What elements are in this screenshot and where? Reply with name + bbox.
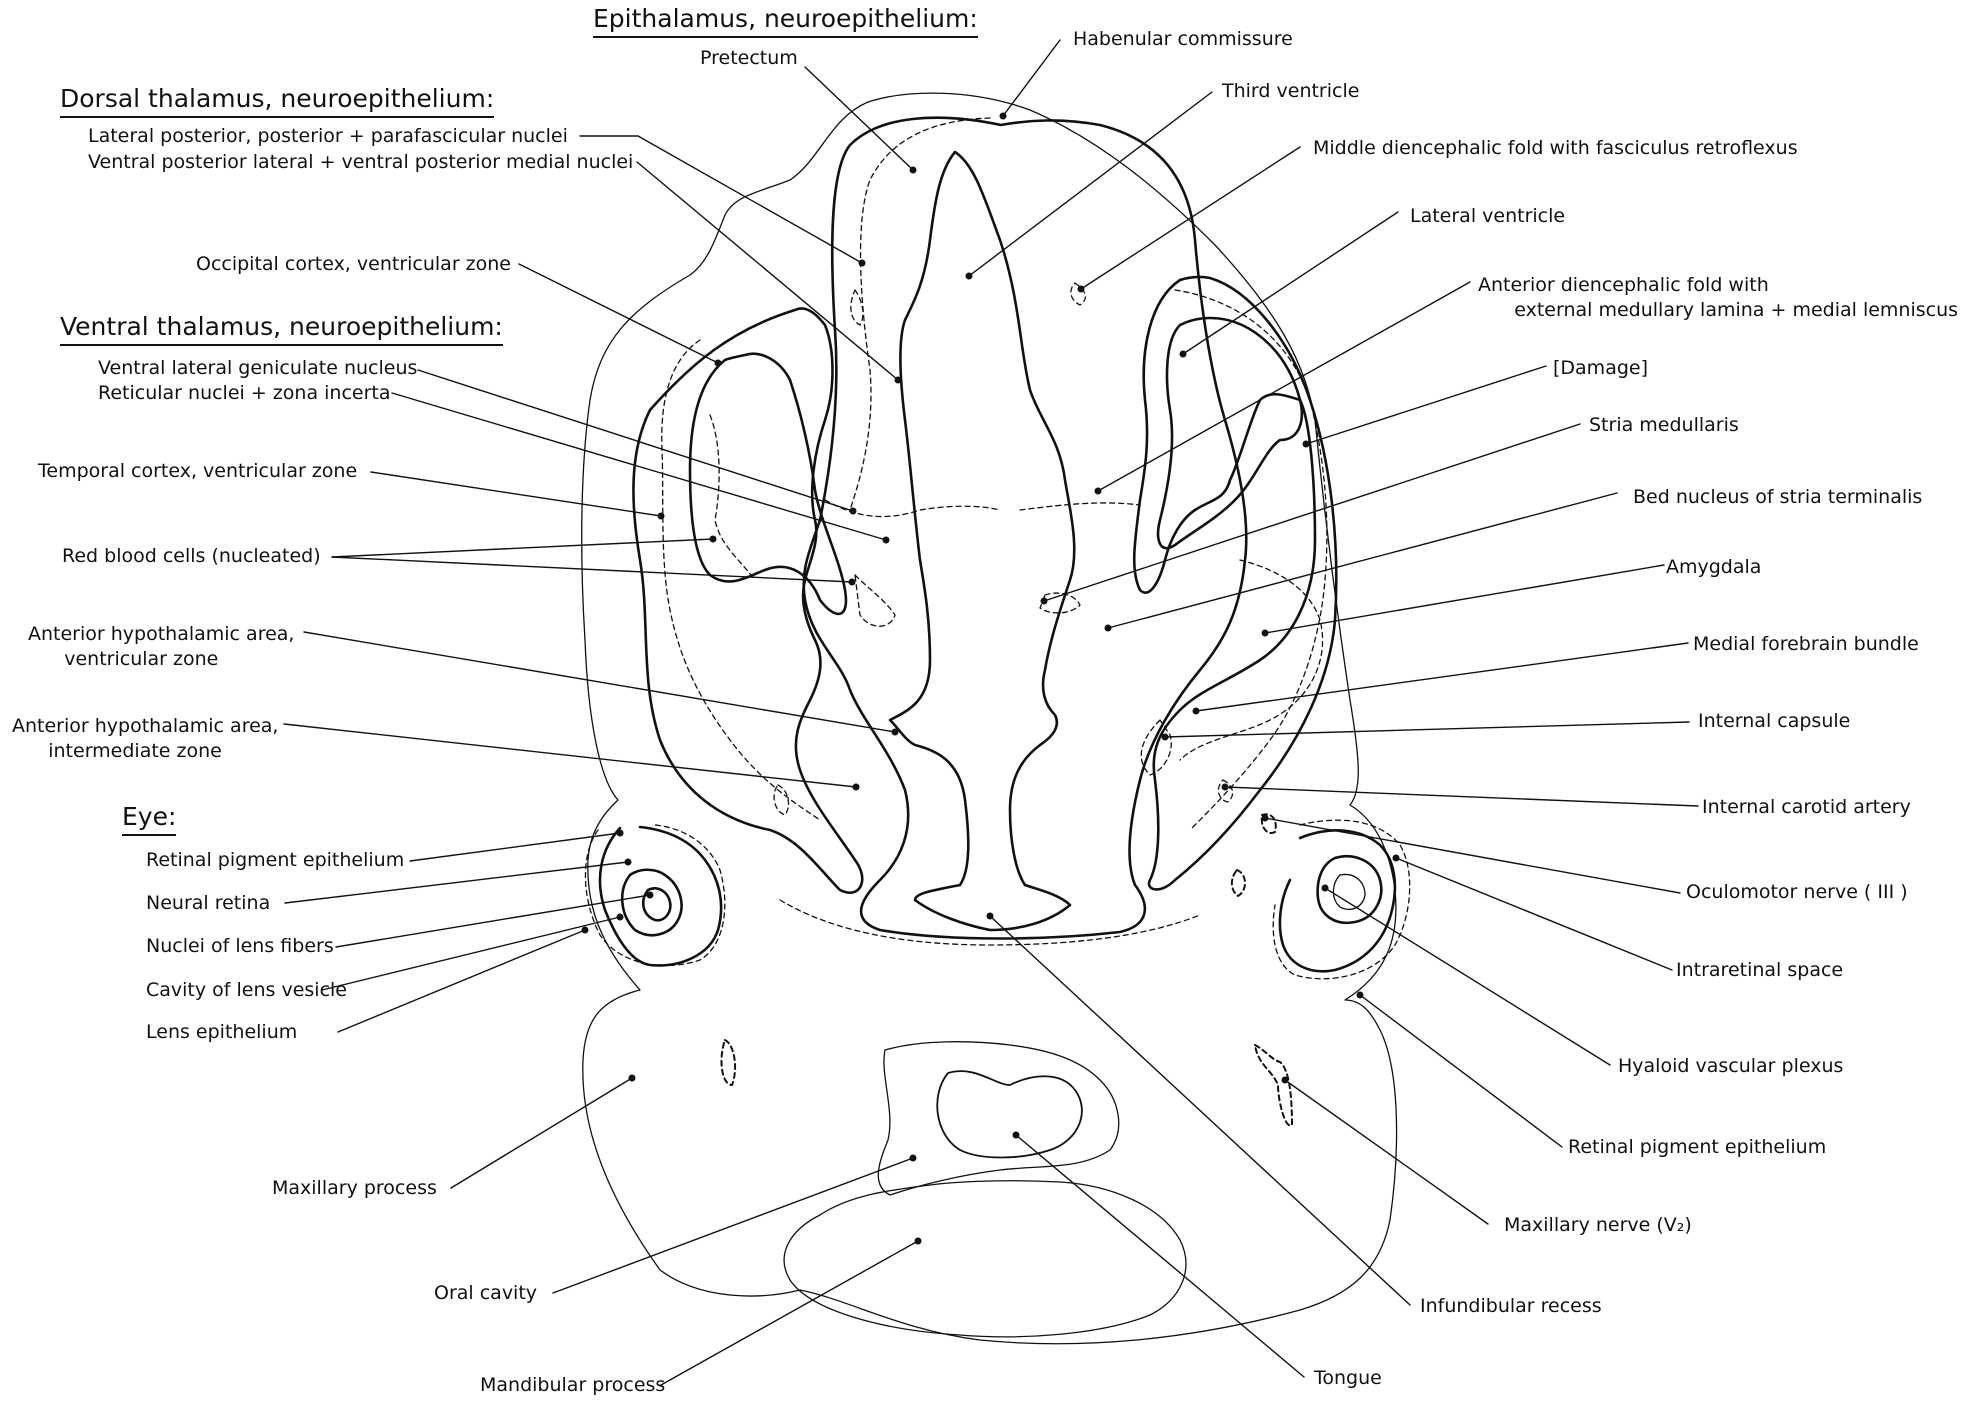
label-habenular-commissure: Habenular commissure [1073, 27, 1293, 52]
leader-lines [284, 40, 1698, 1385]
third-ventricle-outline [890, 152, 1074, 930]
label-maxillary-nerve: Maxillary nerve (V₂) [1504, 1213, 1692, 1238]
label-reticular-nuclei: Reticular nuclei + zona incerta [98, 381, 391, 406]
heading-eye: Eye: [122, 802, 176, 836]
label-lens-epithelium: Lens epithelium [146, 1020, 297, 1045]
label-hyaloid-vascular-plexus: Hyaloid vascular plexus [1618, 1054, 1843, 1079]
oral-outline [878, 1042, 1118, 1195]
dashed-zone-right [1175, 290, 1327, 830]
label-infundibular-recess: Infundibular recess [1420, 1294, 1602, 1319]
label-occipital-cortex: Occipital cortex, ventricular zone [196, 252, 511, 277]
label-cavity-lens-vesicle: Cavity of lens vesicle [146, 978, 347, 1003]
leader-dots [582, 113, 1400, 1245]
diencephalon-outer [804, 118, 1247, 939]
dashed-habenular [851, 290, 863, 325]
label-oral-cavity: Oral cavity [434, 1281, 537, 1306]
label-tongue: Tongue [1314, 1366, 1382, 1391]
dashed-oculomotor-2 [1232, 870, 1245, 896]
label-lateral-posterior-nuclei: Lateral posterior, posterior + parafasci… [88, 124, 568, 149]
label-medial-forebrain-bundle: Medial forebrain bundle [1693, 632, 1919, 657]
label-intraretinal-space: Intraretinal space [1676, 958, 1843, 983]
label-temporal-cortex: Temporal cortex, ventricular zone [38, 459, 357, 484]
label-lateral-ventricle: Lateral ventricle [1410, 204, 1565, 229]
label-middle-diencephalic-fold: Middle diencephalic fold with fasciculus… [1313, 136, 1798, 161]
mandible-outline [784, 1181, 1186, 1337]
label-internal-capsule: Internal capsule [1698, 709, 1850, 734]
label-retinal-pigment-epithelium-left: Retinal pigment epithelium [146, 848, 404, 873]
label-retinal-pigment-epithelium-right: Retinal pigment epithelium [1568, 1135, 1826, 1160]
right-eye-dashed [1273, 820, 1409, 979]
label-ventral-lateral-geniculate: Ventral lateral geniculate nucleus [98, 356, 417, 381]
label-third-ventricle: Third ventricle [1222, 79, 1359, 104]
dashed-left-blob [855, 575, 895, 626]
label-anterior-diencephalic-fold: Anterior diencephalic fold with external… [1478, 273, 1958, 323]
left-eye-inner [622, 870, 681, 935]
dashed-zone-dorsal [850, 118, 990, 510]
right-eye-outer [1280, 830, 1395, 971]
label-internal-carotid-artery: Internal carotid artery [1702, 795, 1911, 820]
dashed-left-nerve [721, 1040, 735, 1085]
label-mandibular-process: Mandibular process [480, 1373, 665, 1398]
heading-epithalamus: Epithalamus, neuroepithelium: [593, 4, 978, 38]
heading-ventral-thalamus: Ventral thalamus, neuroepithelium: [60, 312, 503, 346]
label-ventral-posterior-nuclei: Ventral posterior lateral + ventral post… [88, 150, 633, 175]
label-bed-nucleus: Bed nucleus of stria terminalis [1633, 485, 1922, 510]
dashed-left-rbc [710, 415, 755, 580]
tongue-outline [937, 1071, 1082, 1157]
left-eye-outer [600, 827, 721, 965]
dashed-zone-medial-right [1020, 503, 1140, 510]
label-anterior-hypothalamic-ventricular: Anterior hypothalamic area, ventricular … [28, 622, 294, 672]
label-pretectum: Pretectum [700, 46, 798, 71]
label-amygdala: Amygdala [1666, 555, 1761, 580]
label-anterior-hypothalamic-intermediate: Anterior hypothalamic area, intermediate… [12, 714, 278, 764]
label-stria-medullaris: Stria medullaris [1589, 413, 1739, 438]
right-lens [1333, 874, 1365, 909]
dashed-maxillary-nerve [1255, 1045, 1292, 1126]
label-nuclei-lens-fibers: Nuclei of lens fibers [146, 934, 334, 959]
label-damage: [Damage] [1553, 356, 1648, 381]
right-hemisphere-outer [1134, 277, 1336, 890]
dashed-carotid-left [774, 785, 788, 815]
label-red-blood-cells: Red blood cells (nucleated) [62, 544, 321, 569]
dashed-mdfold [1071, 283, 1086, 305]
heading-dorsal-thalamus: Dorsal thalamus, neuroepithelium: [60, 84, 494, 118]
label-maxillary-process: Maxillary process [272, 1176, 437, 1201]
label-neural-retina: Neural retina [146, 891, 270, 916]
label-oculomotor-nerve: Oculomotor nerve ( III ) [1686, 880, 1908, 905]
